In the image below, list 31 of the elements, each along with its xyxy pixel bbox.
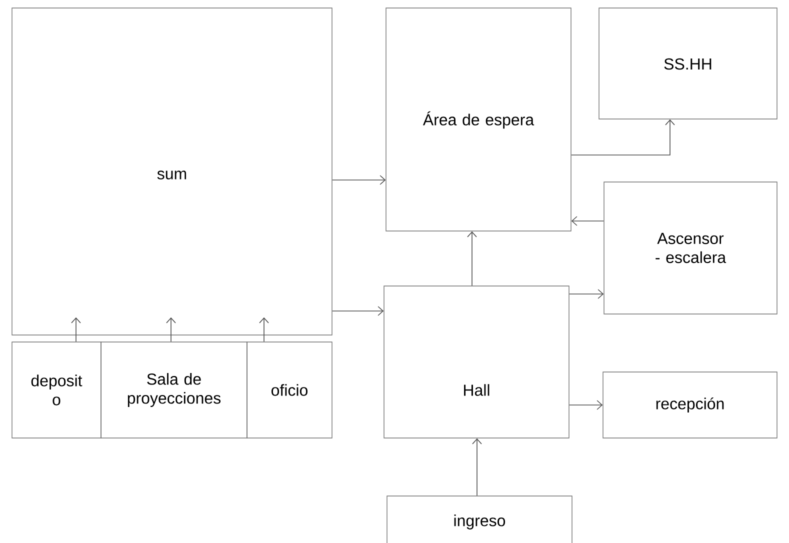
arrow	[71, 317, 81, 342]
arrow	[568, 400, 603, 410]
node-label: Área de espera	[422, 111, 534, 129]
room-box	[386, 8, 572, 232]
room-box	[384, 286, 570, 438]
room-box	[246, 342, 332, 438]
arrow	[568, 289, 604, 299]
room-box	[100, 342, 248, 438]
arrow	[259, 317, 269, 342]
node-label: recepción	[656, 397, 724, 413]
arrow	[332, 306, 384, 316]
room-box	[12, 342, 102, 438]
node-label: ingreso	[454, 514, 506, 530]
node-label: Hall	[464, 384, 490, 396]
arrow	[166, 317, 176, 342]
arrow	[571, 216, 604, 226]
arrow	[570, 119, 675, 156]
room-box	[598, 8, 778, 120]
node-label: sum	[157, 170, 186, 180]
arrow	[472, 438, 482, 496]
room-box	[602, 372, 778, 438]
node-label: oficio	[272, 384, 308, 396]
arrow	[332, 175, 386, 185]
node-label: Sala de proyecciones	[128, 373, 221, 407]
node-label: deposit o	[31, 374, 82, 406]
node-label: Ascensor - escalera	[656, 232, 726, 264]
room-box	[12, 8, 332, 336]
arrow	[467, 231, 477, 286]
room-box	[386, 496, 572, 543]
room-box	[604, 182, 778, 314]
node-label: SS.HH	[664, 58, 712, 70]
